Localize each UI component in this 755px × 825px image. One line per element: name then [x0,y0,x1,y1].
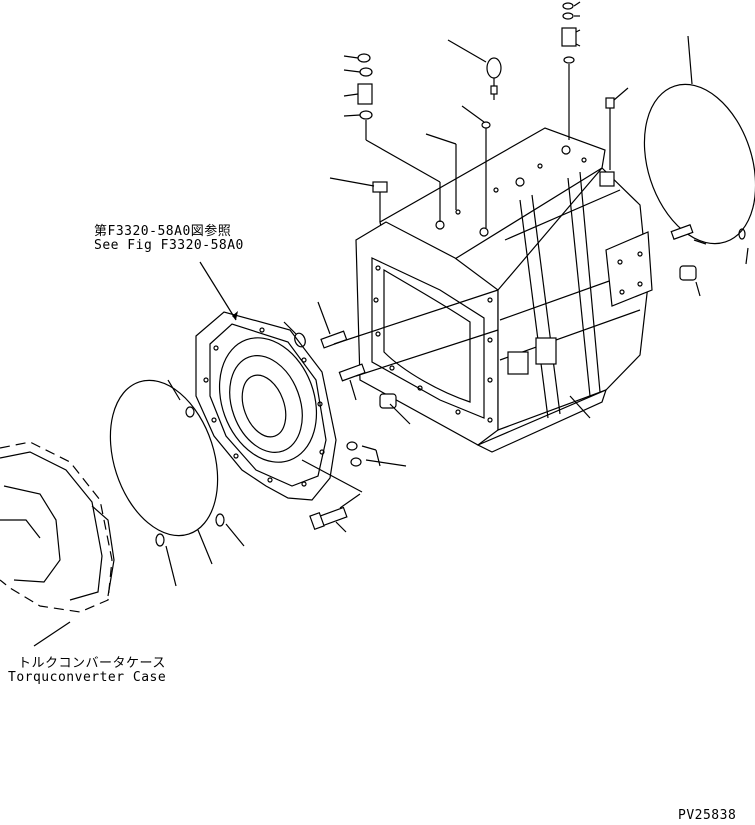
torque-converter-case [0,441,115,613]
torque-converter-label-en: Torquconverter Case [8,670,167,685]
reference-label-en: See Fig F3320-58A0 [94,238,244,253]
transmission-case [355,127,653,453]
torque-converter-label-jp: トルクコンバータケース [18,656,166,671]
reference-label-jp: 第F3320-58A0図参照 [94,224,232,239]
leader-lines [33,1,749,647]
eyebolt-part [486,57,502,79]
rear-gasket [643,83,755,245]
front-gasket [109,379,219,537]
drawing-number: PV25838 [678,808,737,823]
front-cover-plate [195,311,337,501]
small-parts [155,2,746,547]
